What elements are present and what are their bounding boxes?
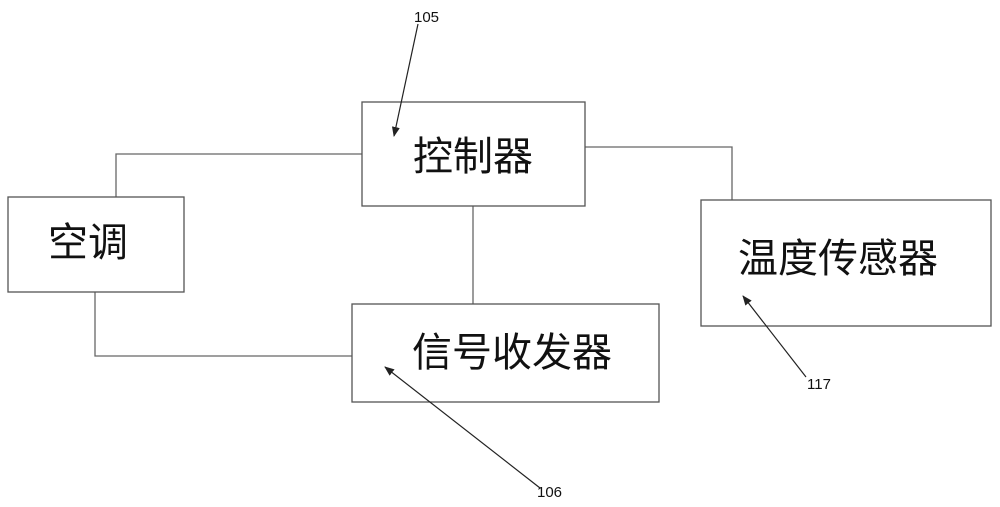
temperature-sensor-label: 温度传感器 <box>738 236 938 282</box>
air-conditioner-box <box>7 196 185 293</box>
connector-controller-aircon <box>115 153 362 197</box>
air-conditioner-label: 空调 <box>48 220 128 266</box>
signal-transceiver-box <box>351 303 660 403</box>
connector-controller-sensor <box>585 146 733 200</box>
temperature-sensor-box <box>700 199 992 327</box>
reference-number-117: 117 <box>807 376 831 393</box>
controller-box <box>361 101 586 207</box>
leader-arrow-117 <box>742 295 807 378</box>
controller-label: 控制器 <box>413 134 533 180</box>
connector-aircon-transceiver <box>94 292 352 357</box>
leader-arrow-106 <box>384 366 541 489</box>
reference-number-105: 105 <box>414 9 439 26</box>
leader-arrow-105 <box>391 23 419 137</box>
reference-number-106: 106 <box>537 484 562 501</box>
signal-transceiver-label: 信号收发器 <box>412 330 612 376</box>
